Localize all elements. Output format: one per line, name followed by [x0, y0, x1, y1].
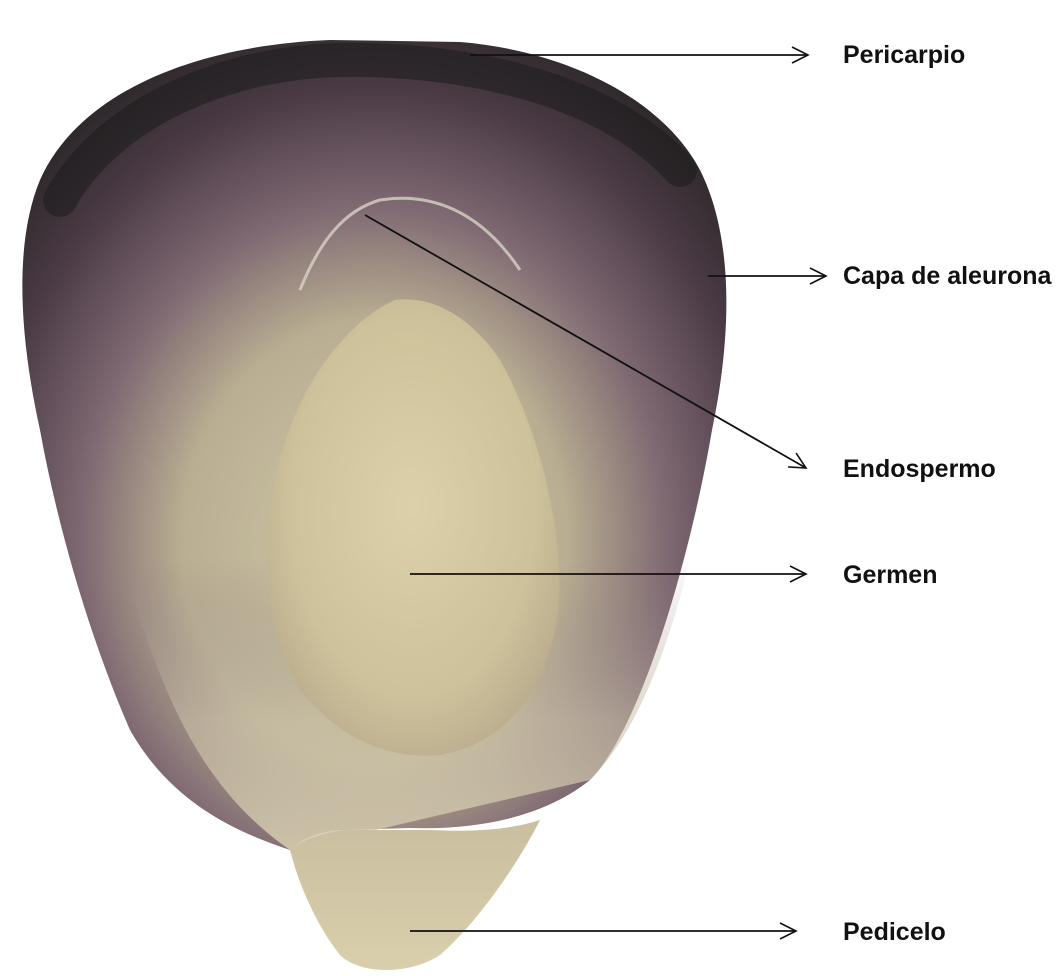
label-capa-aleurona: Capa de aleurona	[843, 262, 1052, 290]
pedicel-shape	[290, 820, 540, 970]
label-germen: Germen	[843, 561, 937, 589]
label-endospermo: Endospermo	[843, 455, 996, 483]
label-pedicelo: Pedicelo	[843, 918, 946, 946]
labels: Pericarpio Capa de aleurona Endospermo G…	[843, 41, 1052, 946]
label-pericarpio: Pericarpio	[843, 41, 965, 69]
